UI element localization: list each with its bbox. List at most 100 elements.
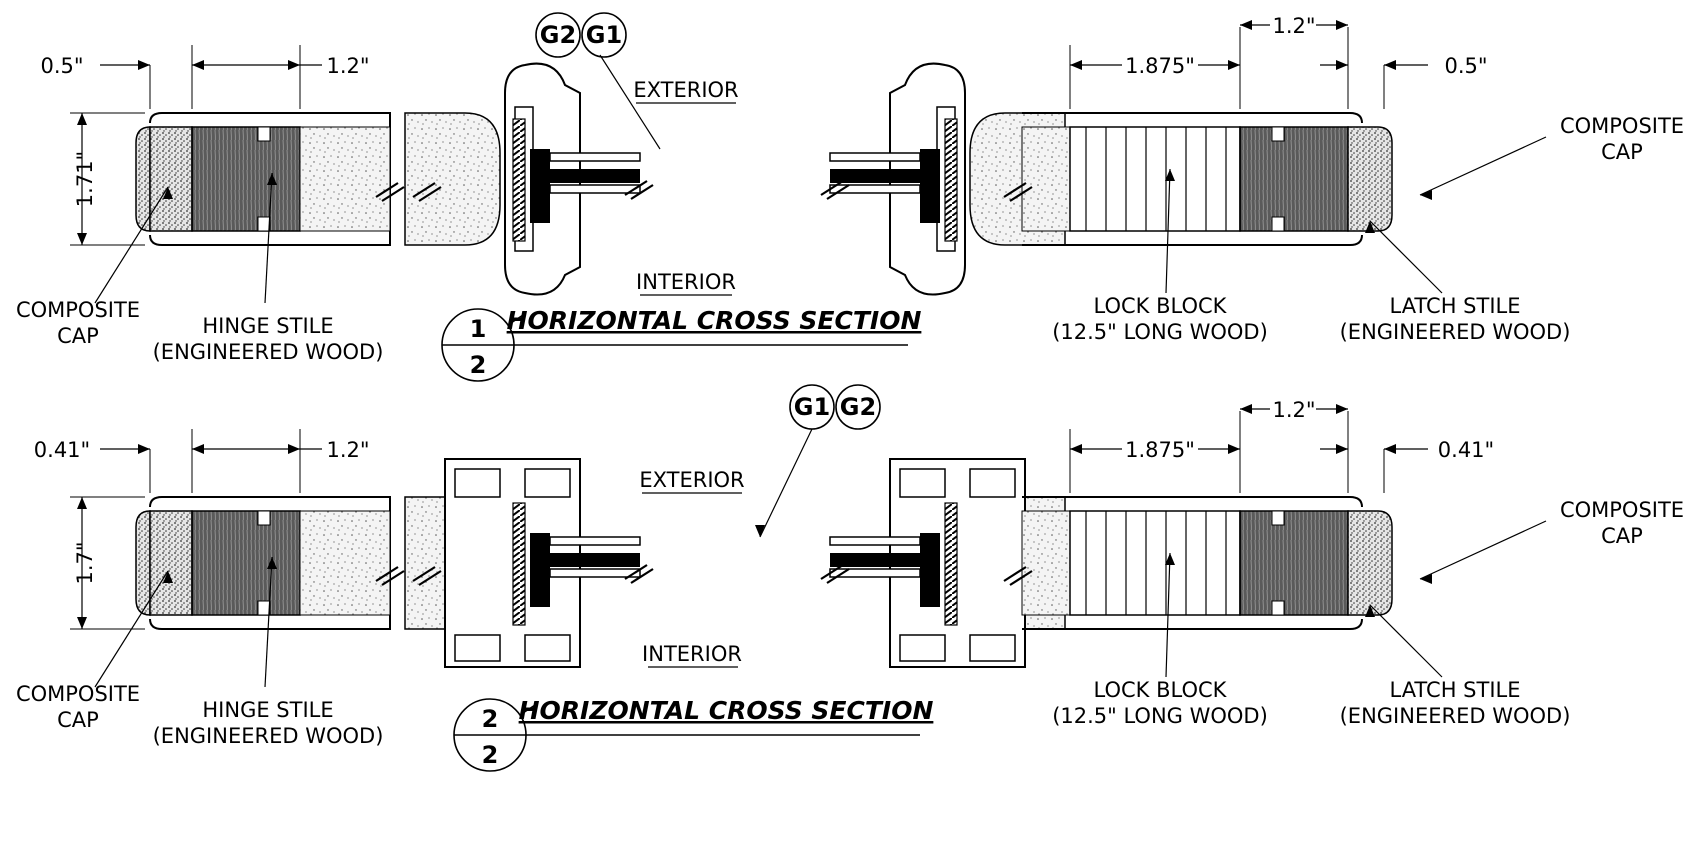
glass-pane-dark <box>830 553 920 567</box>
foam-core <box>404 112 501 246</box>
stile-notch <box>257 600 271 616</box>
label-composite-cap-right-2: CAP <box>1601 524 1643 548</box>
foam-core-right <box>1021 510 1071 616</box>
dim-thickness: 1.71" <box>73 151 97 207</box>
label-interior: INTERIOR <box>636 270 736 294</box>
label-hinge-stile-2: (ENGINEERED WOOD) <box>153 340 384 364</box>
dim-arrow <box>192 444 204 454</box>
dim-lock-block: 1.875" <box>1125 54 1195 78</box>
leader-line <box>94 186 169 304</box>
dim-text-mask <box>1122 435 1198 461</box>
frame-chamber <box>969 634 1016 662</box>
composite-cap-right <box>1347 510 1393 616</box>
glass-pane <box>549 536 641 546</box>
break-mark <box>375 566 405 586</box>
composite-cap-left <box>135 510 151 616</box>
right-stile-assembly: 1.875"1.2"0.5"LOCK BLOCK(12.5" LONG WOOD… <box>1003 11 1684 344</box>
door-skin-right <box>1022 112 1363 246</box>
hinge-stile-wood <box>191 126 301 232</box>
label-composite-cap-left: COMPOSITE <box>16 682 140 706</box>
label-latch-stile-2: (ENGINEERED WOOD) <box>1340 320 1571 344</box>
glass-callout-label: G2 <box>540 21 576 49</box>
label-composite-cap-left-2: CAP <box>57 324 99 348</box>
frame-chamber <box>524 634 571 662</box>
dim-lock-block: 1.875" <box>1125 438 1195 462</box>
dim-text-mask <box>1270 11 1316 37</box>
leader-arrow <box>1420 574 1432 584</box>
dim-cap-left: 0.41" <box>34 438 90 462</box>
leader-arrow <box>1165 553 1175 565</box>
label-latch-stile: LATCH STILE <box>1390 294 1521 318</box>
leader-line <box>264 556 273 688</box>
dim-thickness: 1.7" <box>73 541 97 584</box>
label-lock-block-2: (12.5" LONG WOOD) <box>1052 320 1268 344</box>
leader-line <box>94 570 169 688</box>
dim-arrow <box>1228 444 1240 454</box>
glass-callout-bubble <box>535 12 581 58</box>
stile-notch <box>1271 216 1285 232</box>
leader-line <box>1369 220 1443 294</box>
break-mark <box>412 566 442 586</box>
break-mark <box>1003 182 1033 202</box>
dim-arrow <box>1228 60 1240 70</box>
glass-callout-label: G1 <box>586 21 622 49</box>
composite-cap-left-body <box>149 510 193 616</box>
hinge-stile-wood <box>191 510 301 616</box>
label-composite-cap-left-2: CAP <box>57 708 99 732</box>
stile-notch <box>257 126 271 142</box>
lock-block <box>1069 510 1241 616</box>
glass-callout-label: G2 <box>840 393 876 421</box>
frame-chamber <box>899 634 946 662</box>
dim-arrow <box>192 60 204 70</box>
dim-arrow <box>77 233 87 245</box>
leader-arrow <box>163 187 173 199</box>
detail-number: 2 <box>482 705 499 733</box>
section-title: HORIZONTAL CROSS SECTION <box>519 696 934 725</box>
frame-chamber <box>899 468 946 498</box>
door-skin-right <box>1022 496 1363 630</box>
glazing-stop <box>530 149 550 223</box>
label-hinge-stile: HINGE STILE <box>202 314 333 338</box>
label-exterior: EXTERIOR <box>633 78 738 102</box>
dim-arrow <box>288 60 300 70</box>
dim-arrow <box>138 444 150 454</box>
dim-stile-left: 1.2" <box>326 438 369 462</box>
frame-chamber <box>524 468 571 498</box>
break-mark <box>624 564 654 584</box>
dim-cap-left: 0.5" <box>40 54 83 78</box>
dim-arrow <box>1336 444 1348 454</box>
label-composite-cap-right: COMPOSITE <box>1560 498 1684 522</box>
label-composite-cap-right-2: CAP <box>1601 140 1643 164</box>
leader-line <box>1419 520 1547 580</box>
break-mark <box>820 180 850 200</box>
label-composite-cap-right: COMPOSITE <box>1560 114 1684 138</box>
label-lock-block: LOCK BLOCK <box>1094 678 1228 702</box>
lock-block <box>1069 126 1241 232</box>
foam-core-right <box>1021 126 1071 232</box>
fastener-screw <box>512 118 526 242</box>
leader-line <box>1165 552 1171 678</box>
dim-arrow <box>288 444 300 454</box>
fastener-screw <box>944 118 958 242</box>
dim-text-mask <box>1270 395 1316 421</box>
glass-callout-label: G1 <box>794 393 830 421</box>
dim-arrow <box>1240 20 1252 30</box>
frame-chamber <box>454 634 501 662</box>
sheet-number: 2 <box>470 351 487 379</box>
glass-pane-dark <box>550 169 640 183</box>
label-hinge-stile: HINGE STILE <box>202 698 333 722</box>
section-title: HORIZONTAL CROSS SECTION <box>507 306 922 335</box>
dim-arrow <box>1336 60 1348 70</box>
glass-pane <box>549 184 641 194</box>
fastener-screw <box>512 502 526 626</box>
detail-bubble-tail <box>507 312 527 326</box>
dim-arrow <box>1070 444 1082 454</box>
frame-chamber <box>454 468 501 498</box>
leader-line <box>1369 604 1443 678</box>
frame-chamber <box>969 468 1016 498</box>
dim-arrow <box>1336 20 1348 30</box>
